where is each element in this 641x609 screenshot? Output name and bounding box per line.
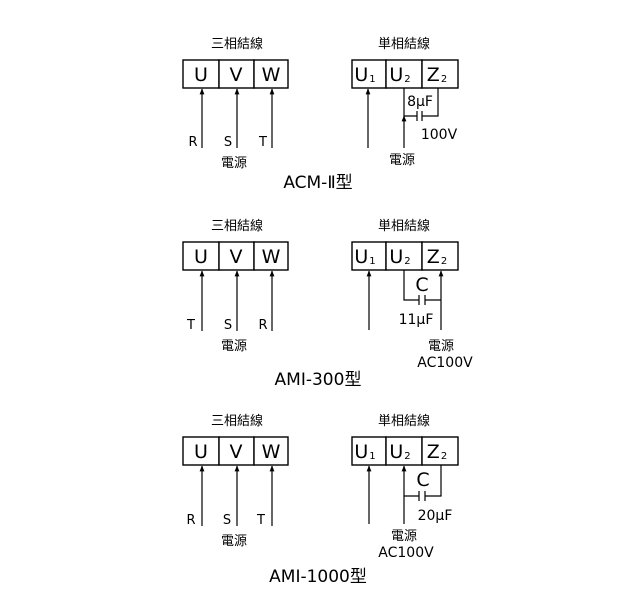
- capacitor-loop: [403, 270, 441, 301]
- power-label-single: 電源: [389, 153, 415, 168]
- terminal-u2-label: U2: [389, 246, 410, 268]
- capacitor-value: 20μF: [418, 508, 453, 524]
- terminal-u1: [351, 59, 387, 89]
- terminal-z2-label: Z2: [427, 64, 447, 86]
- capacitor-symbol: [416, 111, 423, 121]
- three-phase-diagram: 三相結線 U V W R S T 電源: [182, 36, 289, 171]
- terminal-u1-label: U1: [354, 64, 375, 86]
- terminal-w-label: W: [262, 246, 281, 268]
- supply-voltage: AC100V: [378, 545, 434, 561]
- lead-label-3: R: [258, 318, 267, 333]
- terminal-u2-label: U2: [389, 64, 410, 86]
- terminal-u2: [385, 436, 423, 466]
- wiring-block-ami-1000: 三相結線 U V W R S T 電源 単相結線 U1 U2 Z2: [182, 413, 459, 587]
- single-phase-diagram: 単相結線 U1 U2 Z2 8μF 100V 電源: [351, 36, 459, 168]
- terminal-u2-label: U2: [389, 441, 410, 463]
- terminal-w-label: W: [262, 64, 281, 86]
- supply-voltage: 100V: [421, 127, 458, 143]
- power-label-single: 電源: [391, 529, 417, 544]
- terminal-w: [253, 241, 289, 271]
- capacitor-symbol: [418, 491, 426, 501]
- terminal-z2: [421, 241, 459, 271]
- terminal-u: [182, 59, 220, 89]
- capacitor-value: 8μF: [407, 94, 433, 110]
- model-name: AMI-300型: [275, 370, 362, 390]
- terminal-v-label: V: [230, 64, 243, 86]
- three-phase-diagram: 三相結線 U V W R S T 電源: [182, 413, 289, 549]
- terminal-w: [253, 436, 289, 466]
- terminal-u-label: U: [194, 441, 208, 463]
- power-label: 電源: [221, 156, 247, 171]
- terminal-z2: [421, 436, 459, 466]
- capacitor-loop: [404, 465, 442, 497]
- terminal-v-label: V: [230, 441, 243, 463]
- terminal-z2: [421, 59, 459, 89]
- supply-voltage: AC100V: [417, 355, 473, 371]
- terminal-u1: [351, 241, 387, 271]
- terminal-v-label: V: [230, 246, 243, 268]
- terminal-v: [218, 436, 255, 466]
- single-phase-heading: 単相結線: [378, 413, 430, 429]
- lead-label-2: S: [224, 135, 232, 150]
- terminal-w: [253, 59, 289, 89]
- terminal-z2-label: Z2: [427, 441, 447, 463]
- terminal-u1-label: U1: [354, 246, 375, 268]
- wiring-block-ami-300: 三相結線 U V W T S R 電源 単相結線 U1 U2 Z2: [182, 218, 473, 390]
- lead-label-3: T: [258, 135, 267, 150]
- terminal-u-label: U: [194, 246, 208, 268]
- terminal-u1: [351, 436, 387, 466]
- lead-label-3: T: [256, 513, 265, 528]
- three-phase-heading: 三相結線: [211, 218, 263, 234]
- lead-label-2: S: [224, 318, 232, 333]
- terminal-u-label: U: [194, 64, 208, 86]
- capacitor-value: 11μF: [399, 312, 434, 328]
- terminal-z2-label: Z2: [427, 246, 447, 268]
- capacitor-letter: C: [415, 274, 428, 296]
- terminal-u1-label: U1: [354, 441, 375, 463]
- single-phase-diagram: 単相結線 U1 U2 Z2 C 20μF 電源 AC100V: [351, 413, 459, 561]
- terminal-v: [218, 241, 255, 271]
- three-phase-heading: 三相結線: [211, 413, 263, 429]
- terminal-v: [218, 59, 255, 89]
- lead-label-1: R: [186, 513, 195, 528]
- three-phase-heading: 三相結線: [211, 36, 263, 52]
- single-phase-diagram: 単相結線 U1 U2 Z2 C 11μF 電源 AC100V: [351, 218, 473, 371]
- power-label-single: 電源: [428, 339, 454, 354]
- power-label: 電源: [221, 339, 247, 354]
- single-phase-heading: 単相結線: [378, 36, 430, 52]
- lead-label-1: R: [188, 135, 197, 150]
- lead-label-1: T: [186, 318, 195, 333]
- capacitor-symbol: [418, 295, 426, 305]
- three-phase-diagram: 三相結線 U V W T S R 電源: [182, 218, 289, 354]
- power-label: 電源: [221, 534, 247, 549]
- lead-label-2: S: [223, 513, 231, 528]
- single-phase-heading: 単相結線: [378, 218, 430, 234]
- capacitor-letter: C: [416, 469, 429, 491]
- wiring-block-acm-2: 三相結線 U V W R S T 電源 単相結線 U1 U2 Z2: [182, 36, 459, 193]
- terminal-w-label: W: [262, 441, 281, 463]
- model-name: AMI-1000型: [269, 567, 367, 587]
- model-name: ACM-Ⅱ型: [283, 173, 352, 193]
